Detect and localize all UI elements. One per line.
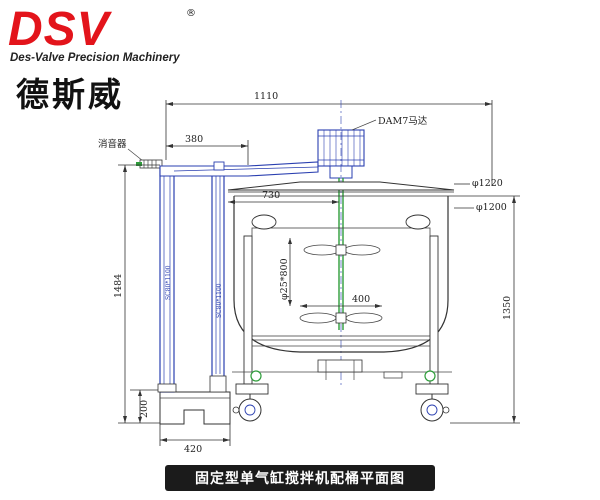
- logo-tagline: Des-Valve Precision Machinery: [10, 52, 180, 64]
- dim-1350: 1350: [448, 195, 520, 424]
- logo-chinese-name: 德斯威: [16, 75, 124, 114]
- dim-400: 400: [300, 294, 382, 308]
- dim-200-label: 200: [139, 400, 150, 418]
- caption-text: 固定型单气缸搅拌机配桶平面图: [195, 471, 405, 487]
- dim-1110-label: 1110: [254, 91, 278, 102]
- dim-shaft: φ25*800: [279, 238, 292, 306]
- silencer-label: 消音器: [98, 138, 127, 150]
- motor: DAM7马达: [317, 115, 428, 179]
- dim-380-label: 380: [185, 134, 203, 145]
- dim-380: 380: [166, 134, 249, 165]
- dim-1484-label: 1484: [113, 274, 124, 298]
- impeller-lower: [299, 312, 383, 324]
- dim-1484: 1484: [113, 164, 160, 423]
- dim-400-label: 400: [352, 294, 370, 305]
- pneumatic-cylinder-left: SC80*1100: [157, 167, 177, 393]
- dim-1350-label: 1350: [502, 296, 513, 320]
- dim-730-label: 730: [262, 190, 280, 201]
- stand-base: 420: [159, 391, 231, 455]
- dim-1110: 1110: [165, 91, 493, 185]
- dim-730: 730: [228, 190, 339, 204]
- logo-brand-text: DSV: [8, 3, 110, 56]
- pneumatic-cylinder-right: SC80*1100: [209, 167, 227, 393]
- cylinder-right-label: SC80*1100: [216, 283, 223, 318]
- cross-arm: [159, 161, 319, 177]
- silencer: 消音器: [98, 138, 163, 169]
- registered-mark: ®: [186, 8, 196, 19]
- caster-left: [232, 370, 269, 422]
- dim-420-label: 420: [184, 444, 202, 455]
- tank-legs: [232, 235, 452, 385]
- caption-bar: 固定型单气缸搅拌机配桶平面图: [165, 465, 435, 491]
- caster-right: [415, 370, 450, 422]
- dim-phi1200: φ1200: [454, 202, 507, 213]
- dim-phi1200-label: φ1200: [476, 202, 507, 213]
- motor-label: DAM7马达: [378, 115, 428, 127]
- dim-shaft-label: φ25*800: [279, 258, 290, 300]
- dim-phi1220-label: φ1220: [472, 178, 503, 189]
- company-logo: DSV ® Des-Valve Precision Machinery 德斯威: [8, 3, 228, 115]
- impeller-upper: [303, 244, 381, 256]
- dim-phi1220: φ1220: [454, 178, 503, 189]
- dim-200: 200: [118, 389, 160, 424]
- cylinder-left-label: SC80*1100: [165, 265, 172, 300]
